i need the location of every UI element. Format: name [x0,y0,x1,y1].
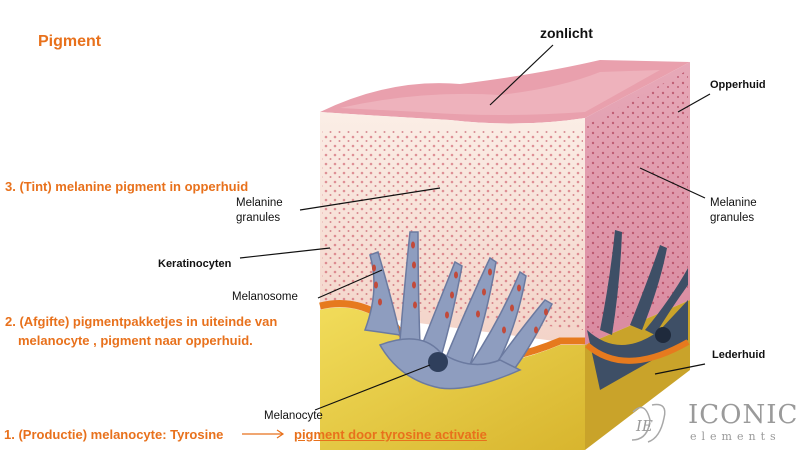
leader-keratinocyten [239,247,331,259]
leader-granules-right [639,167,706,199]
side-dark-layer [587,300,688,390]
label-melanine-right-2: granules [710,212,755,224]
label-melanocyte: Melanocyte [264,410,323,422]
label-keratinocyten: Keratinocyten [158,258,232,270]
logo-subtitle: elements [690,430,781,443]
melanocyte-cell [363,231,553,390]
label-melanine-left-1: Melanine [236,197,283,209]
melanosome-granules [372,241,548,334]
step-afgifte-line2: melanocyte , pigment naar opperhuid. [18,333,253,348]
label-melanine-left-2: granules [236,212,281,224]
step-tint: 3. (Tint) melanine pigment in opperhuid [5,179,249,194]
logo-name: ICONIC [688,400,799,430]
label-lederhuid: Lederhuid [712,349,766,361]
leader-granules-left [299,187,441,211]
label-opperhuid: Opperhuid [710,79,766,91]
label-melanine-right-1: Melanine [710,197,757,209]
melanocyte-nucleus [428,352,448,372]
label-zonlicht: zonlicht [540,25,593,41]
skin-surface-top-shading [340,70,660,115]
logo-monogram-text: IE [636,417,653,435]
arrow-tyrosine [242,429,285,439]
leader-zonlicht [489,44,554,106]
leader-melanosome [317,269,383,299]
leader-lederhuid [654,363,706,375]
logo-monogram-icon [631,403,666,443]
step-productie: 1. (Productie) melanocyte: Tyrosine [4,427,224,442]
leader-melanocyte [314,364,431,411]
step-productie-result: pigment door tyrosine activatie [294,427,487,442]
label-melanosome: Melanosome [232,291,298,303]
step-afgifte-line1: 2. (Afgifte) pigmentpakketjes in uiteind… [5,314,278,329]
leader-opperhuid [677,93,711,113]
melanocyte-side [600,230,688,335]
page-title: Pigment [38,33,102,50]
